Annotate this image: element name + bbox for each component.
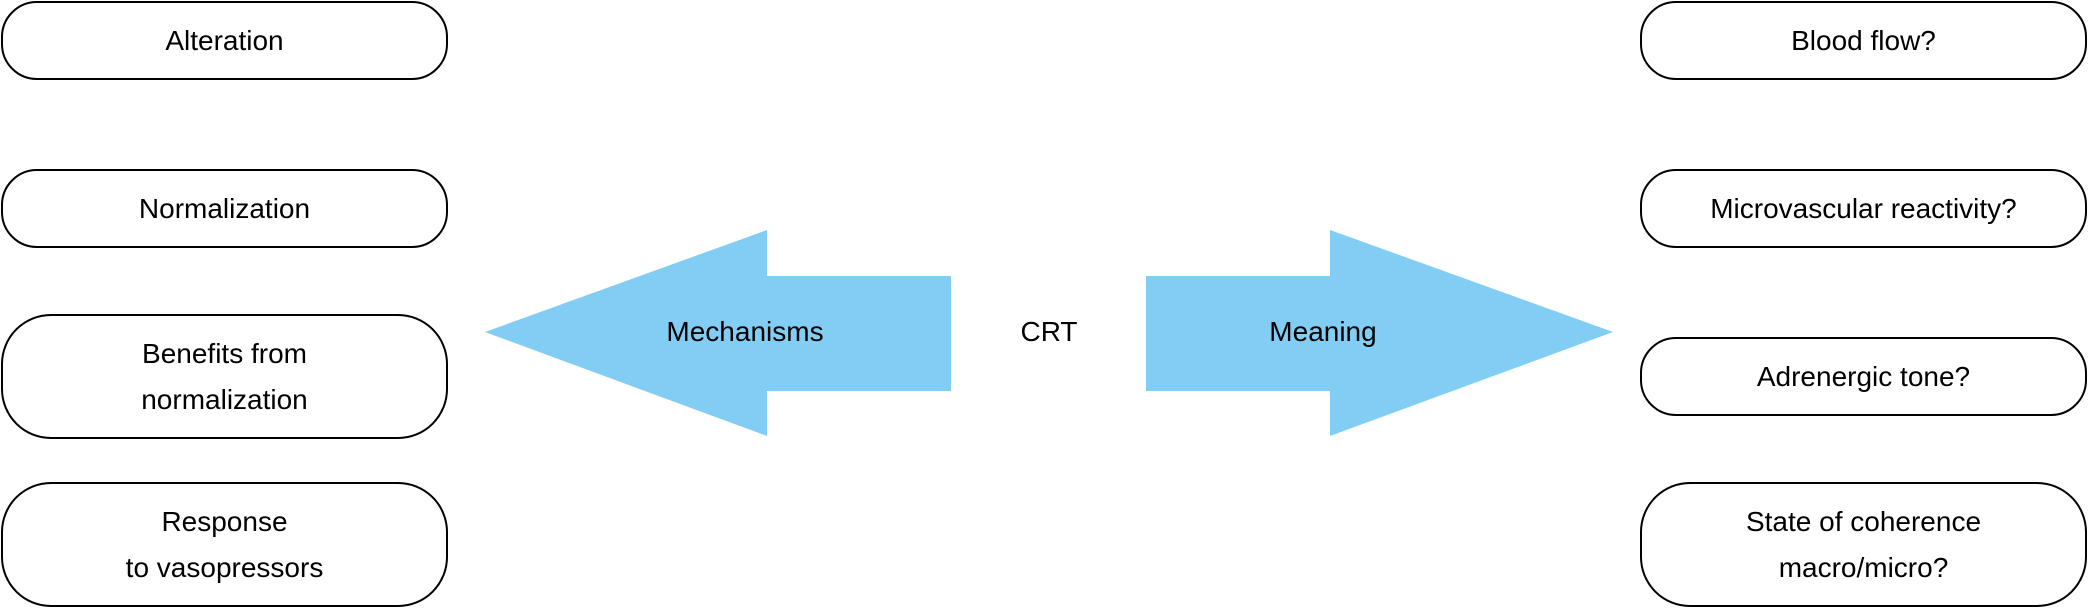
- benefits-text: Benefits from normalization: [141, 331, 308, 423]
- state-of-coherence-box: State of coherence macro/micro?: [1640, 482, 2087, 607]
- coherence-text: State of coherence macro/micro?: [1746, 499, 1981, 591]
- response-label-line-2: to vasopressors: [125, 551, 324, 583]
- benefits-from-normalization-box: Benefits from normalization: [1, 314, 448, 439]
- crt-label: CRT: [1020, 316, 1077, 347]
- blood-flow-box: Blood flow?: [1640, 1, 2087, 80]
- mechanisms-label: Mechanisms: [666, 316, 823, 347]
- coherence-label-line-1: State of coherence: [1745, 505, 1982, 537]
- microvascular-reactivity-box: Microvascular reactivity?: [1640, 169, 2087, 248]
- microvascular-reactivity-label: Microvascular reactivity?: [1710, 192, 2017, 224]
- alteration-label: Alteration: [165, 24, 284, 56]
- meaning-label: Meaning: [1269, 316, 1376, 347]
- alteration-box: Alteration: [1, 1, 448, 80]
- response-to-vasopressors-box: Response to vasopressors: [1, 482, 448, 607]
- benefits-label-line-1: Benefits from: [142, 337, 307, 369]
- normalization-box: Normalization: [1, 169, 448, 248]
- response-label-line-1: Response: [161, 505, 288, 537]
- right-arrow-shape: [1146, 230, 1613, 436]
- normalization-label: Normalization: [138, 192, 311, 224]
- benefits-label-line-2: normalization: [141, 383, 308, 415]
- coherence-label-line-2: macro/micro?: [1778, 551, 1949, 583]
- response-text: Response to vasopressors: [126, 499, 324, 591]
- left-arrow-shape: [485, 230, 951, 436]
- adrenergic-tone-label: Adrenergic tone?: [1756, 360, 1971, 392]
- blood-flow-label: Blood flow?: [1791, 24, 1936, 56]
- adrenergic-tone-box: Adrenergic tone?: [1640, 337, 2087, 416]
